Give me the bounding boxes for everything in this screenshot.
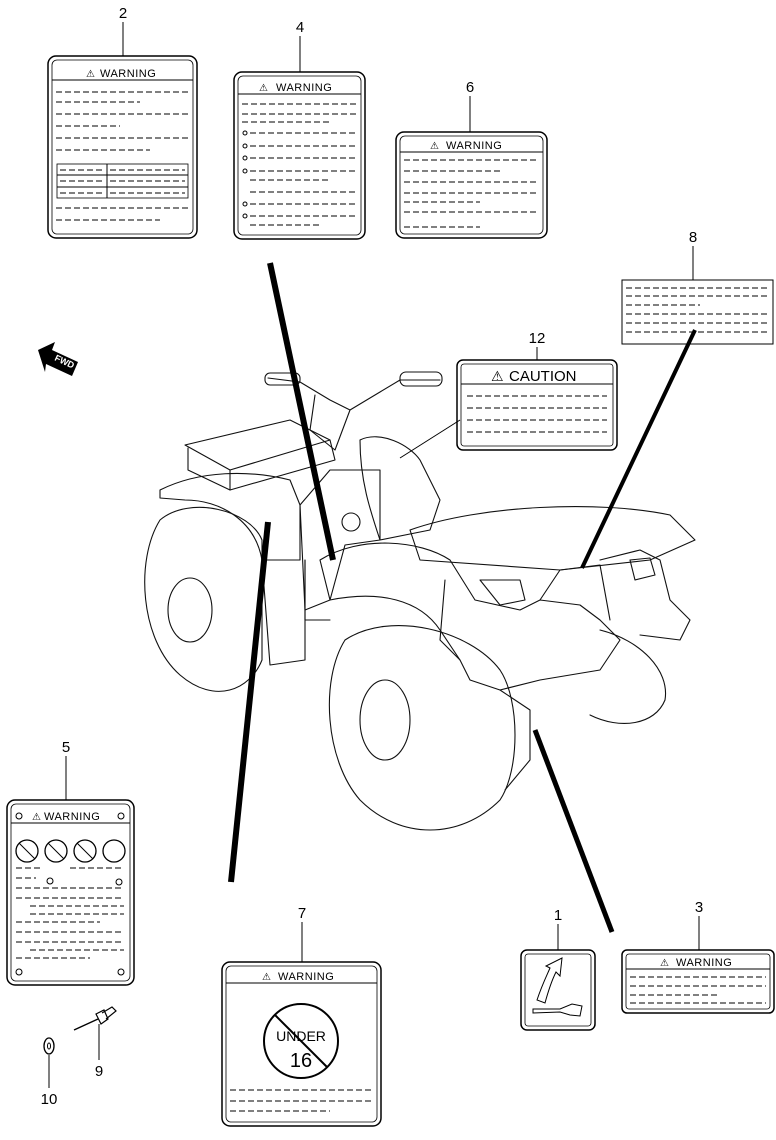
label-4: 4 ⚠ WARNING (233, 19, 366, 240)
label-4-warning: WARNING (276, 82, 332, 94)
label-5-warning: WARNING (44, 811, 100, 823)
label-5: 5 ⚠ WARNING (6, 739, 135, 986)
lever-icon (532, 1003, 583, 1017)
callout-1: 1 (554, 907, 562, 924)
callout-6: 6 (466, 79, 474, 96)
atv-drawing (144, 371, 696, 831)
rivet-part-9: 9 (73, 1006, 117, 1080)
caution-triangle-icon: ⚠ (491, 369, 504, 385)
label-2: 2 ⚠ WARNING (47, 5, 198, 239)
warning-triangle-icon: ⚠ (660, 958, 669, 969)
fwd-arrow-icon: FWD (38, 342, 78, 376)
label-6: 6 ⚠ WARNING (395, 79, 548, 239)
label-8: 8 (621, 229, 774, 345)
warning-triangle-icon: ⚠ (430, 141, 439, 152)
label-2-warning: WARNING (100, 68, 156, 80)
callout-10: 10 (41, 1091, 58, 1108)
label-7-warning: WARNING (278, 971, 334, 983)
callout-3: 3 (695, 899, 703, 916)
callout-4: 4 (296, 19, 304, 36)
label-6-warning: WARNING (446, 140, 502, 152)
no-stunt-icon (73, 839, 97, 863)
warning-triangle-icon: ⚠ (86, 69, 95, 80)
label-1: 1 (520, 907, 596, 1031)
warning-triangle-icon: ⚠ (262, 972, 271, 983)
callout-5: 5 (62, 739, 70, 756)
leader-lines (228, 262, 697, 933)
no-alcohol-icon (44, 839, 68, 863)
callout-7: 7 (298, 905, 306, 922)
no-passenger-icon (15, 839, 39, 863)
callout-8: 8 (689, 229, 697, 246)
warning-triangle-icon: ⚠ (259, 83, 268, 94)
prohibited-icon (263, 1003, 339, 1079)
label-12-caution: CAUTION (509, 368, 577, 385)
helmet-icon (102, 839, 126, 863)
label-7: 7 ⚠ WARNING UNDER 16 (221, 905, 382, 1127)
curved-arrow-icon (536, 957, 563, 1004)
warning-triangle-icon: ⚠ (32, 812, 41, 823)
label-3: 3 ⚠ WARNING (621, 899, 775, 1014)
under-text: UNDER (276, 1028, 326, 1044)
callout-9: 9 (95, 1063, 103, 1080)
callout-2: 2 (119, 5, 127, 22)
label-3-warning: WARNING (676, 957, 732, 969)
callout-12: 12 (529, 330, 546, 347)
washer-part-10: 10 (41, 1037, 58, 1108)
age-text: 16 (290, 1050, 312, 1072)
label-12: 12 ⚠ CAUTION (456, 330, 618, 451)
